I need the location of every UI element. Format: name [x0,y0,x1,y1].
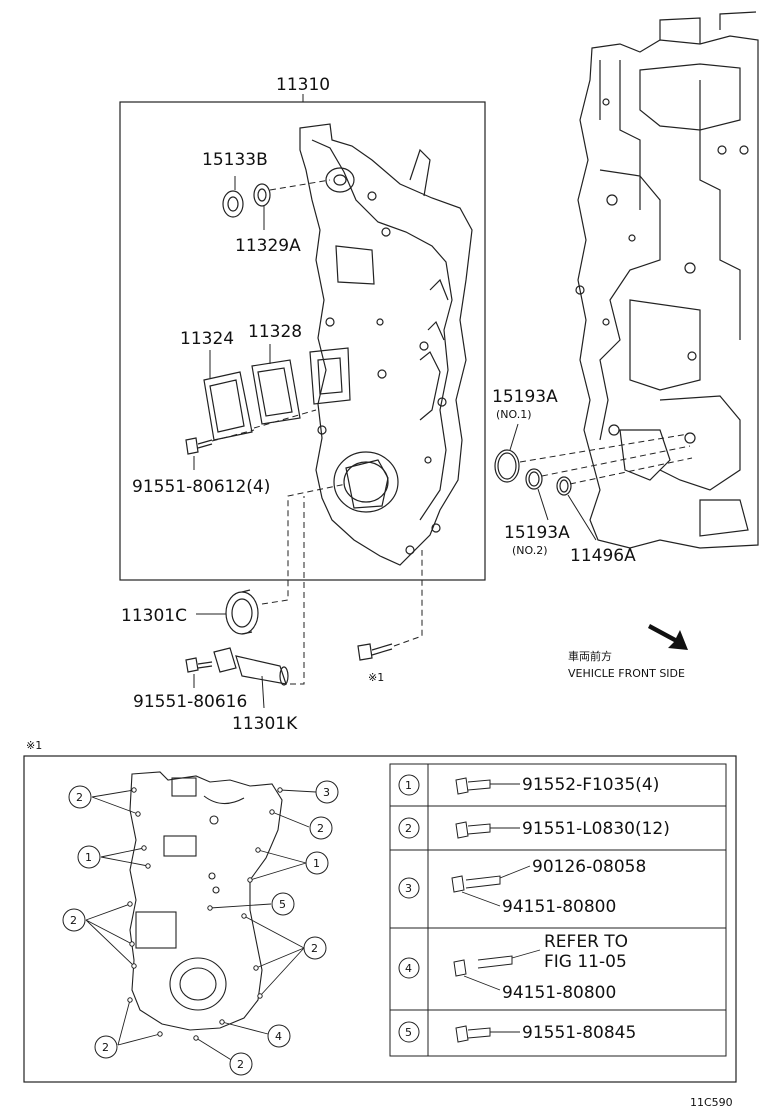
bolt-91551-80612-illustration [185,437,213,470]
label-11329A: 11329A [235,236,301,256]
svg-text:5: 5 [405,1026,412,1039]
svg-text:91552-F1035(4): 91552-F1035(4) [522,775,659,795]
svg-text:3: 3 [323,786,330,799]
label-11496A: 11496A [570,546,636,566]
lower-detail: ※1 [23,739,737,1083]
svg-text:91551-L0830(12): 91551-L0830(12) [522,819,670,839]
detail-cover-illustration [129,771,283,1031]
svg-text:1: 1 [85,851,92,864]
gasket-11496A-illustration [556,476,597,541]
svg-text:91551-80845: 91551-80845 [522,1023,636,1043]
label-11301C: 11301C [121,606,187,626]
svg-text:2: 2 [405,822,412,835]
svg-text:94151-80800: 94151-80800 [502,897,616,917]
legend-row-4: 4 REFER TO FIG 11-05 94151-80800 [398,932,628,1003]
svg-text:FIG 11-05: FIG 11-05 [544,952,627,972]
callout-2: 2 [94,1035,118,1059]
callout-4: 4 [267,1024,291,1048]
callout-2: 2 [62,908,86,932]
upper-assembly: 11310 [119,75,693,734]
svg-text:4: 4 [275,1030,282,1043]
callout-5: 5 [271,892,295,916]
detail-bolt-positions [127,787,283,1041]
svg-text:2: 2 [317,822,324,835]
label-11324: 11324 [180,329,234,349]
callout-2: 2 [68,785,92,809]
callout-1: 1 [305,851,329,875]
reference-mark: ※1 [368,671,384,684]
timing-chain-cover-illustration [299,123,473,566]
callout-2: 2 [309,816,333,840]
label-15133B: 15133B [202,150,268,170]
legend-row-2: 2 91551-L0830(12) [398,817,670,839]
svg-text:4: 4 [405,962,412,975]
figure-code: 11C590 [690,1096,733,1109]
flange-bolt-icon [455,777,491,795]
stud-and-nut-icon [451,875,501,893]
assembly-frame [119,101,486,581]
label-15193A-no2: 15193A [504,523,570,543]
legend-row-3: 3 90126-08058 94151-80800 [398,857,646,917]
gasket-11328-illustration [251,344,301,425]
svg-text:90126-08058: 90126-08058 [532,857,646,877]
legend-row-5: 5 91551-80845 [398,1021,636,1043]
engine-block-illustration [575,11,759,549]
detail-callouts: 2 1 2 2 2 3 2 1 5 2 4 [62,780,339,1076]
plate-11324-illustration [203,350,253,441]
stud-and-nut-icon [453,955,513,977]
label-15193A-no1-note: (NO.1) [496,408,532,421]
oil-seal-11301C-illustration [196,589,259,635]
svg-text:2: 2 [76,791,83,804]
detail-leader-lines [85,789,317,1062]
svg-text:REFER TO: REFER TO [544,932,628,952]
label-91551-80616: 91551-80616 [133,692,247,712]
reference-bolt-illustration [357,643,393,661]
direction-label-en: VEHICLE FRONT SIDE [568,667,685,680]
svg-text:3: 3 [405,882,412,895]
detail-reference-mark: ※1 [26,739,42,752]
callout-3: 3 [315,780,339,804]
callout-2: 2 [229,1052,253,1076]
label-15193A-no1: 15193A [492,387,558,407]
ring-11329A-illustration [253,183,271,230]
callout-2: 2 [303,936,327,960]
svg-text:1: 1 [405,779,412,792]
assembly-part-label: 11310 [276,75,330,95]
svg-text:2: 2 [311,942,318,955]
direction-label-jp: 車両前方 [568,649,612,663]
sensor-11301K-illustration [213,647,289,709]
svg-text:2: 2 [237,1058,244,1071]
o-ring-15193A-no2-illustration [525,468,549,521]
label-91551-80612: 91551-80612(4) [132,477,270,497]
o-ring-15193A-no1-illustration [494,423,520,483]
detail-frame [23,755,737,1083]
plug-15133B-illustration [222,176,244,218]
direction-arrow-icon [648,624,688,650]
legend-row-1: 1 91552-F1035(4) [398,774,659,796]
svg-text:5: 5 [279,898,286,911]
flange-bolt-icon [455,1025,491,1043]
svg-text:2: 2 [102,1041,109,1054]
bolt-91551-80616-illustration [185,657,213,688]
flange-bolt-icon [455,821,491,839]
svg-text:2: 2 [70,914,77,927]
callout-1: 1 [77,845,101,869]
label-11328: 11328 [248,322,302,342]
svg-text:94151-80800: 94151-80800 [502,983,616,1003]
label-15193A-no2-note: (NO.2) [512,544,548,557]
label-11301K: 11301K [232,714,298,734]
svg-text:1: 1 [313,857,320,870]
legend-table: 1 91552-F1035(4) 2 91551-L0830(12) [389,763,727,1057]
